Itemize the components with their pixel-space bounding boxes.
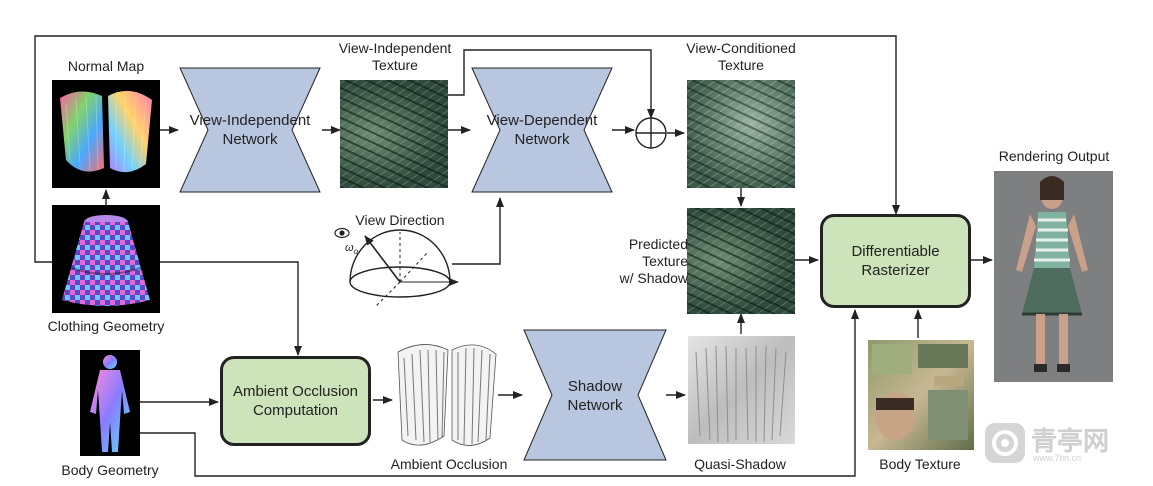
view-dependent-network-label: View-Dependent Network — [486, 112, 598, 148]
view-independent-texture-image — [340, 80, 448, 188]
view-direction-label: View Direction — [355, 212, 445, 228]
predicted-texture-image — [687, 208, 795, 314]
body-texture-label: Body Texture — [879, 456, 961, 472]
arrow-clothing-to-aocomp — [160, 261, 302, 356]
view-direction-hemisphere-icon — [349, 229, 459, 307]
omega-symbol: ωo — [345, 240, 358, 260]
quasi-shadow-label: Quasi-Shadow — [694, 456, 786, 472]
view-independent-network-shape — [179, 67, 321, 193]
rendering-output-label: Rendering Output — [998, 148, 1110, 164]
ambient-occlusion-computation-box: Ambient Occlusion Computation — [220, 356, 371, 446]
differentiable-rasterizer-label: Differentiable Rasterizer — [851, 243, 940, 279]
normal-map-image — [52, 80, 160, 188]
ambient-occlusion-label: Ambient Occlusion — [390, 456, 508, 472]
view-dependent-network-shape — [471, 67, 613, 193]
arrow-bodygeom-to-rasterizer — [140, 309, 859, 477]
view-independent-network: View-Independent Network — [180, 108, 320, 152]
watermark-url: www.7tin.cn — [1033, 453, 1082, 463]
predicted-texture-label: Predicted Texture w/ Shadow — [619, 236, 688, 286]
differentiable-rasterizer-box: Differentiable Rasterizer — [820, 214, 971, 308]
omega-label: ω — [345, 242, 354, 254]
clothing-geometry-label: Clothing Geometry — [47, 318, 165, 334]
view-independent-texture-label: View-Independent Texture — [338, 40, 452, 73]
ambient-occlusion-image — [397, 344, 497, 446]
rendering-output-image — [994, 171, 1113, 382]
arrow-clothing-to-rasterizer — [34, 35, 900, 263]
sum-node-icon — [635, 117, 667, 149]
arrow-vitexture-to-plus — [448, 49, 655, 119]
body-geometry-label: Body Geometry — [61, 462, 159, 478]
view-conditioned-texture-image — [687, 80, 795, 188]
view-dependent-network: View-Dependent Network — [472, 108, 612, 152]
quasi-shadow-image — [688, 336, 795, 444]
arrow-viewdir-to-vdnet — [452, 197, 504, 265]
view-conditioned-texture-label: View-Conditioned Texture — [686, 40, 796, 73]
eye-icon — [334, 227, 350, 239]
omega-subscript: o — [353, 247, 359, 257]
watermark-name: 青亭网 — [1031, 426, 1110, 456]
shadow-network: Shadow Network — [524, 374, 666, 418]
clothing-geometry-image — [52, 205, 160, 313]
ambient-occlusion-computation-label: Ambient Occlusion Computation — [232, 383, 359, 419]
body-geometry-image — [80, 350, 140, 456]
watermark: 青亭网 www.7tin.cn — [983, 419, 1133, 474]
view-independent-network-label: View-Independent Network — [189, 112, 311, 148]
body-texture-image — [868, 340, 974, 450]
normal-map-label: Normal Map — [67, 58, 145, 74]
watermark-logo-icon — [985, 423, 1025, 463]
shadow-network-shape — [523, 329, 667, 461]
shadow-network-label: Shadow Network — [567, 378, 623, 414]
